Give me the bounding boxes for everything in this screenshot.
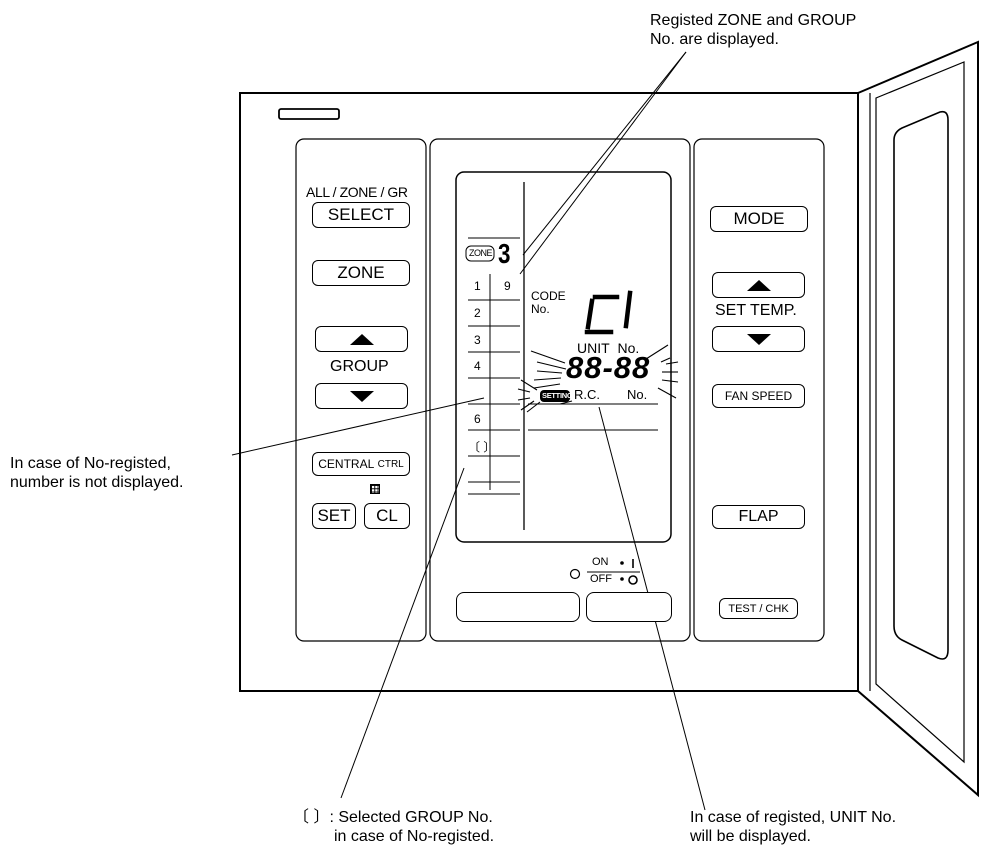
code-segment-c1: [584, 290, 633, 335]
code-label-line2: No.: [531, 302, 550, 316]
temp-down-button[interactable]: [712, 326, 805, 352]
door-window: [893, 110, 949, 660]
annotation-left: In case of No-registed, number is not di…: [10, 454, 183, 492]
off-label: OFF: [590, 573, 612, 585]
blink-rays: [517, 344, 679, 413]
zone-number: 3: [498, 238, 511, 269]
group-number-9: 9: [504, 279, 511, 293]
triangle-up-icon: [349, 333, 374, 345]
triangle-down-icon: [349, 390, 374, 402]
annotation-bottom-left: 〔 〕: Selected GROUP No. in case of No-re…: [293, 808, 494, 846]
select-button[interactable]: SELECT: [312, 202, 410, 228]
set-button[interactable]: SET: [312, 503, 356, 529]
annotation-top: Registed ZONE and GROUP No. are displaye…: [650, 11, 856, 49]
group-label: GROUP: [330, 358, 389, 375]
annotation-bottom-left-line2: in case of No-registed.: [334, 828, 495, 845]
on-dot: [620, 561, 624, 565]
annotation-bottom-right-line2: will be displayed.: [690, 828, 811, 845]
grid-icon: [370, 484, 380, 494]
power-led: [569, 568, 581, 580]
left-blank-button[interactable]: [456, 592, 580, 622]
ctrl-label: CTRL: [377, 458, 404, 470]
unit-no-label: UNIT No.: [577, 340, 639, 356]
triangle-up-icon: [746, 279, 771, 291]
annotation-bottom-left-text1: Selected GROUP No.: [338, 809, 493, 826]
lcd-window: [455, 171, 672, 543]
bracket-symbol: 〔 〕:: [293, 809, 334, 826]
unit-no-suffix: No.: [617, 340, 640, 356]
central-label: CENTRAL: [318, 457, 375, 471]
temp-up-button[interactable]: [712, 272, 805, 298]
unit-label: UNIT: [577, 340, 610, 356]
set-temp-label: SET TEMP.: [715, 302, 797, 319]
test-chk-button[interactable]: TEST / CHK: [719, 598, 798, 619]
group-up-button[interactable]: [315, 326, 408, 352]
on-label: ON: [592, 556, 609, 568]
flap-button[interactable]: FLAP: [712, 505, 805, 529]
setting-badge-frame: [540, 390, 570, 402]
central-ctrl-button[interactable]: CENTRAL CTRL: [312, 452, 410, 476]
mode-button[interactable]: MODE: [710, 206, 808, 232]
zone-button[interactable]: ZONE: [312, 260, 410, 286]
right-blank-button[interactable]: [586, 592, 672, 622]
off-dot: [620, 577, 624, 581]
zone-badge-frame: [465, 245, 495, 262]
triangle-down-icon: [746, 333, 771, 345]
fan-speed-button[interactable]: FAN SPEED: [712, 384, 805, 408]
code-label-line1: CODE: [531, 289, 566, 303]
group-number-4: 4: [474, 359, 481, 373]
group-number-6: 6: [474, 412, 481, 426]
unit-no-display: 88-88: [566, 350, 651, 385]
group-number-1: 1: [474, 279, 481, 293]
rc-no-label: No.: [627, 387, 648, 402]
zone-badge: ZONE: [469, 248, 493, 258]
annotation-top-line1: Registed ZONE and GROUP: [650, 12, 857, 29]
group-bracket: 〔 〕: [468, 440, 496, 454]
annotation-bottom-right: In case of registed, UNIT No. will be di…: [690, 808, 896, 846]
indicator-slot: [278, 108, 340, 120]
all-zone-gr-label: ALL / ZONE / GR: [306, 184, 408, 200]
annotation-bottom-left-line1: 〔 〕: Selected GROUP No.: [293, 808, 494, 827]
group-down-button[interactable]: [315, 383, 408, 409]
annotation-bottom-right-line1: In case of registed, UNIT No.: [690, 809, 897, 826]
annotation-left-line2: number is not displayed.: [10, 474, 184, 491]
cl-button[interactable]: CL: [364, 503, 410, 529]
door-inner-outline: [875, 61, 965, 764]
annotation-left-line1: In case of No-registed,: [10, 455, 171, 472]
setting-badge: SETTING: [542, 391, 573, 400]
group-number-3: 3: [474, 333, 481, 347]
rc-label: R.C.: [574, 387, 600, 402]
code-label: CODE No.: [531, 290, 566, 316]
off-symbol: [628, 575, 638, 585]
group-number-2: 2: [474, 306, 481, 320]
annotation-top-line2: No. are displayed.: [650, 31, 779, 48]
